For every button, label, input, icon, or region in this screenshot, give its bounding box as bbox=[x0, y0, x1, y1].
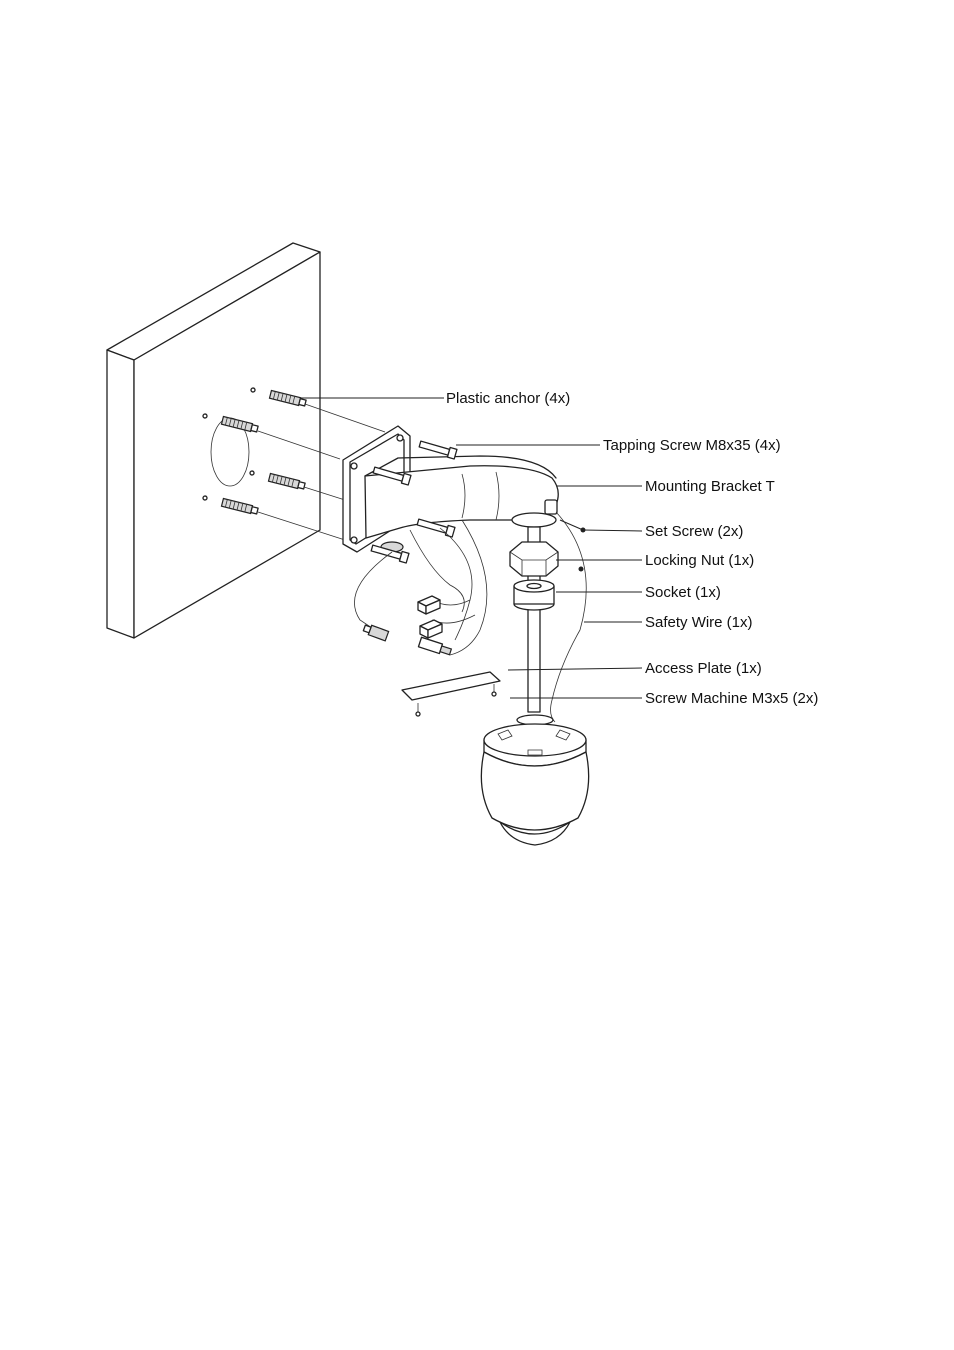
label-socket: Socket (1x) bbox=[645, 584, 721, 601]
power-plug bbox=[417, 636, 453, 656]
tapping-screws bbox=[370, 440, 458, 564]
cables bbox=[354, 519, 488, 656]
label-safety-wire: Safety Wire (1x) bbox=[645, 614, 753, 631]
pendant-assembly bbox=[509, 511, 587, 723]
socket bbox=[513, 579, 555, 611]
label-plastic-anchor: Plastic anchor (4x) bbox=[446, 390, 570, 407]
wall bbox=[106, 242, 321, 639]
label-tapping-screw: Tapping Screw M8x35 (4x) bbox=[603, 437, 781, 454]
access-plate bbox=[401, 671, 501, 717]
callout-labels: Plastic anchor (4x) Tapping Screw M8x35 … bbox=[446, 390, 818, 707]
label-mounting-bracket: Mounting Bracket T bbox=[645, 478, 775, 495]
safety-wire bbox=[550, 511, 587, 723]
label-access-plate: Access Plate (1x) bbox=[645, 660, 762, 677]
bnc-connector bbox=[362, 624, 390, 642]
set-screw-icon bbox=[544, 499, 558, 515]
terminal-block-upper bbox=[417, 595, 441, 615]
alignment-lines bbox=[257, 403, 386, 541]
locking-nut bbox=[509, 541, 559, 577]
terminal-block-lower bbox=[419, 619, 443, 639]
dome-camera bbox=[480, 714, 590, 846]
plastic-anchors bbox=[202, 387, 307, 515]
label-screw-machine: Screw Machine M3x5 (2x) bbox=[645, 690, 818, 707]
leader-lines bbox=[300, 397, 643, 699]
label-set-screw: Set Screw (2x) bbox=[645, 523, 743, 540]
label-locking-nut: Locking Nut (1x) bbox=[645, 552, 754, 569]
